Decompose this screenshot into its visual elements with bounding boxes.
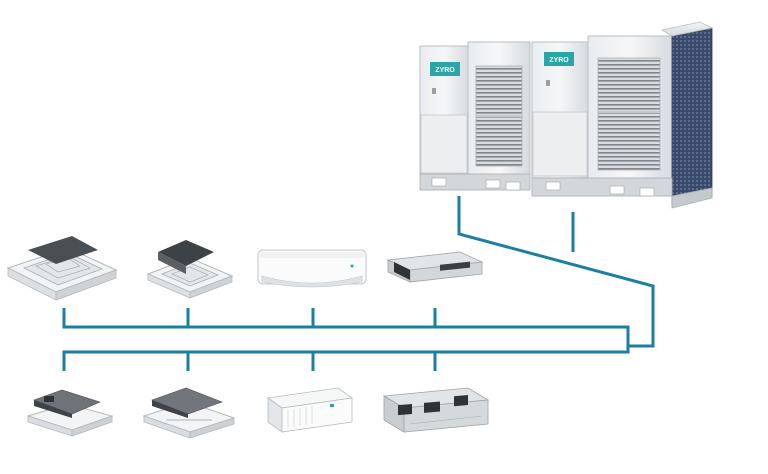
brand-logo-text: ZYRO — [549, 57, 569, 64]
high-static-duct-unit — [382, 387, 490, 433]
brand-logo-badge: ZYRO — [544, 52, 574, 66]
pipe-outdoor-1 — [457, 196, 655, 348]
two-way-cassette — [142, 387, 236, 439]
outdoor-unit-1: ZYRO — [419, 41, 531, 191]
four-way-cassette-large — [6, 236, 118, 301]
pipe-header-lower — [62, 346, 630, 371]
refrigerant-piping — [62, 196, 655, 371]
wall-mounted-split — [257, 249, 367, 288]
brand-logo-badge: ZYRO — [430, 62, 460, 76]
slim-duct-unit — [386, 251, 484, 283]
outdoor-unit-2: ZYRO — [531, 21, 714, 209]
brand-logo-text: ZYRO — [435, 67, 455, 74]
pipe-header-upper — [62, 308, 630, 346]
one-way-cassette — [26, 389, 114, 437]
ceiling-floor-console — [266, 387, 354, 433]
four-way-cassette-compact — [146, 240, 234, 299]
